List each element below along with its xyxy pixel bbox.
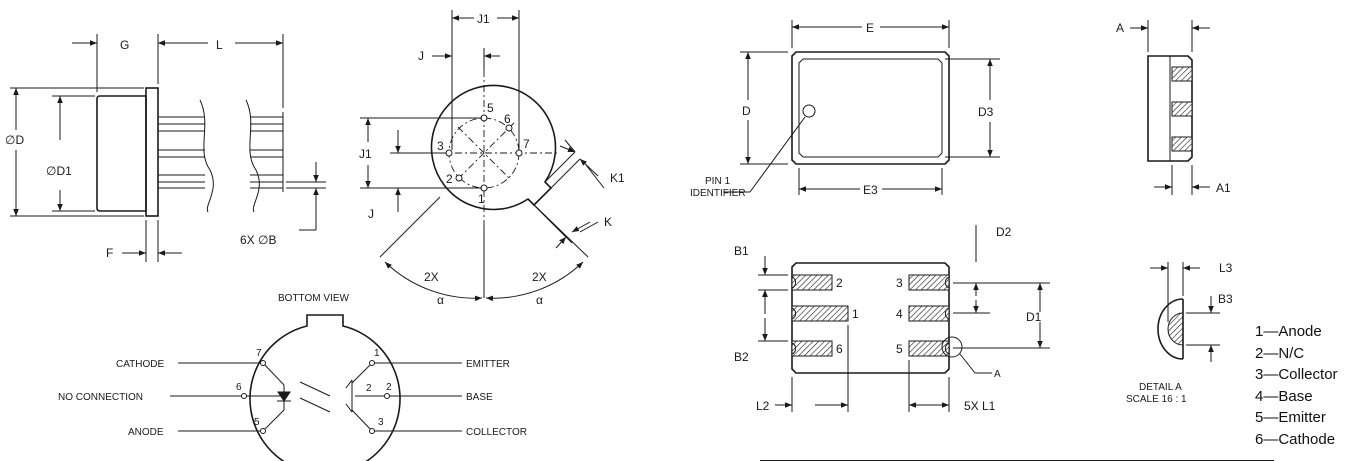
smd-bottom-view: 2 1 6 3 4 5 B1 B2 D2 D1 L2 5X L1: [734, 225, 1050, 413]
dim-2x-right-label: 2X: [532, 270, 547, 284]
sch-pin2: 2: [386, 382, 392, 393]
pad-4-label: 4: [896, 307, 903, 321]
can-end-view: 5 6 7 3 2 1 J1 J J1 J: [359, 10, 625, 307]
can-side-view: G L ∅D ∅D1 F 6X ∅B: [5, 34, 326, 262]
pinout-item-3: 3—Collector: [1255, 366, 1338, 383]
pinout-list: 1—Anode 2—N/C 3—Collector 4—Base 5—Emitt…: [1255, 321, 1338, 450]
dim-l3-label: L3: [1219, 261, 1233, 275]
can-pin3: 3: [437, 139, 444, 153]
pad-4: [908, 305, 950, 322]
sch-pin5: 5: [254, 417, 260, 428]
dim-l2-label: L2: [756, 399, 770, 413]
dim-l1-label: 5X L1: [964, 399, 996, 413]
can-pin2: 2: [446, 172, 453, 186]
pad-6: [791, 340, 833, 357]
detail-scale: SCALE 16 : 1: [1126, 394, 1187, 405]
dim-j1-top-label: J1: [477, 12, 490, 26]
dim-k1-label: K1: [610, 171, 625, 185]
can-pin5: 5: [487, 101, 494, 115]
smd-side-view: A A1: [1116, 20, 1231, 195]
can-pin6: 6: [504, 112, 511, 126]
dim-alpha-right-label: α: [536, 293, 543, 307]
bottom-view-schematic: BOTTOM VIEW CATHODE NO CONNECTION ANODE …: [58, 293, 527, 461]
identifier-label: IDENTIFIER: [690, 188, 746, 199]
pinout-item-1: 1—Anode: [1255, 323, 1322, 340]
dim-a-label: A: [1116, 21, 1124, 35]
dim-d2-label: D2: [996, 225, 1012, 239]
pad-2: [791, 274, 833, 291]
dim-d1-pkg-label: D1: [1026, 310, 1042, 324]
pad-5-label: 5: [896, 342, 903, 356]
dim-f-label: F: [106, 246, 113, 260]
can-pin7: 7: [523, 137, 530, 151]
pinout-item-4: 4—Base: [1255, 387, 1313, 405]
dim-l-label: L: [216, 38, 223, 52]
dim-e3-label: E3: [863, 183, 878, 197]
label-no-connection: NO CONNECTION: [58, 392, 143, 403]
detail-ref-label: A: [994, 369, 1001, 380]
dim-b-label: 6X ∅B: [240, 233, 276, 247]
dim-b1-label: B1: [734, 244, 749, 258]
label-collector: COLLECTOR: [466, 427, 527, 438]
label-base: BASE: [466, 392, 493, 403]
pad-1: [791, 305, 849, 322]
pinout-item-6: 6—Cathode: [1255, 430, 1336, 448]
sch-pin1: 1: [374, 348, 380, 359]
pinout-item-5: 5—Emitter: [1255, 409, 1326, 426]
smd-top-view: E D D3 E3 PIN 1 IDENTIFIER: [690, 20, 1000, 199]
detail-a: L3 B3 DETAIL A SCALE 16 : 1: [1126, 261, 1233, 405]
label-cathode: CATHODE: [116, 359, 164, 370]
dim-g-label: G: [120, 38, 129, 52]
dim-d-pkg-label: D: [742, 104, 751, 118]
dim-d1-label: ∅D1: [46, 164, 72, 178]
dim-alpha-left-label: α: [437, 293, 444, 307]
label-emitter: EMITTER: [466, 359, 510, 370]
pad-6-label: 6: [836, 342, 843, 356]
pin1-label: PIN 1: [705, 176, 730, 187]
schematic-title: BOTTOM VIEW: [278, 293, 349, 304]
pinout-item-2: 2—N/C: [1255, 344, 1305, 362]
dim-b2-label: B2: [734, 350, 749, 364]
sch-pin3: 3: [378, 417, 384, 428]
pad-2-label: 2: [836, 276, 843, 290]
pad-5: [908, 340, 950, 357]
sch-pin7: 7: [256, 348, 262, 359]
dim-2x-left-label: 2X: [424, 270, 439, 284]
dim-a1-label: A1: [1216, 181, 1231, 195]
sch-pin2-right: 2: [366, 383, 372, 394]
dim-d-label: ∅D: [5, 133, 24, 147]
detail-title: DETAIL A: [1139, 382, 1182, 393]
can-pin1: 1: [478, 192, 485, 206]
sch-pin6: 6: [236, 382, 242, 393]
pad-1-label: 1: [852, 307, 859, 321]
dim-j-top-label: J: [418, 49, 424, 63]
pad-3-label: 3: [896, 276, 903, 290]
dim-k-label: K: [604, 215, 612, 229]
pad-3: [908, 274, 950, 291]
dim-b3-label: B3: [1218, 292, 1233, 306]
label-anode: ANODE: [128, 427, 164, 438]
dim-d3-label: D3: [978, 105, 994, 119]
dim-j1-side-label: J1: [359, 147, 372, 161]
dim-e-label: E: [866, 21, 874, 35]
dim-j-side-label: J: [368, 207, 374, 221]
